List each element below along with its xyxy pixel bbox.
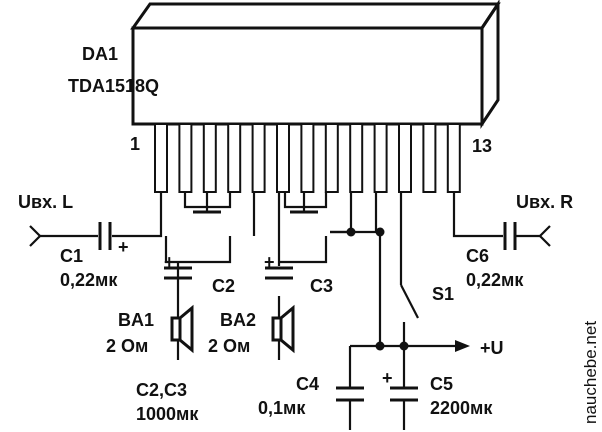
s1-ref-label: S1	[432, 284, 454, 304]
c2-ref-label: C2	[212, 276, 235, 296]
c6-value-label: 0,22мк	[466, 270, 524, 290]
ic-pins	[154, 123, 461, 193]
input-right-label: Uвх. R	[516, 192, 573, 212]
ic-pin	[446, 123, 461, 193]
c1-value-label: 0,22мк	[60, 270, 118, 290]
c5-ref-label: C5	[430, 374, 453, 394]
junctions	[346, 227, 409, 351]
ic-pin	[251, 123, 266, 193]
pin-13-label: 13	[472, 136, 492, 156]
ba2-value-label: 2 Ом	[208, 336, 250, 356]
ic-ref-label: DA1	[82, 44, 118, 64]
input-left-label: Uвх. L	[18, 192, 73, 212]
speaker-ba2	[271, 304, 295, 354]
ic-part-label: TDA1518Q	[68, 76, 159, 96]
c1-ref-label: C1	[60, 246, 83, 266]
ic-pin	[422, 123, 437, 193]
c3-polarity-mark: +	[264, 252, 275, 272]
c4-ref-label: C4	[296, 374, 319, 394]
ba1-value-label: 2 Ом	[106, 336, 148, 356]
c2c3-ref-label: C2,C3	[136, 380, 187, 400]
c2c3-value-label: 1000мк	[136, 404, 199, 424]
ic-pin	[202, 123, 217, 193]
ic-pin	[373, 123, 388, 193]
speaker-ba1	[170, 304, 194, 354]
ic-da1	[130, 0, 501, 129]
ic-pin	[276, 123, 290, 193]
c2-polarity-mark: +	[164, 252, 175, 272]
ic-pin	[300, 123, 315, 193]
ic-pin	[227, 123, 242, 193]
capacitor-c3	[265, 266, 293, 280]
ba1-ref-label: BA1	[118, 310, 154, 330]
switch-s1	[400, 284, 419, 346]
c5-value-label: 2200мк	[430, 398, 493, 418]
ic-pin	[178, 123, 193, 193]
c3-ref-label: C3	[310, 276, 333, 296]
ic-pin	[154, 123, 168, 193]
c4-value-label: 0,1мк	[258, 398, 306, 418]
input-left	[29, 222, 112, 250]
wires	[112, 192, 502, 430]
capacitor-c4	[336, 386, 364, 402]
input-right	[502, 222, 551, 250]
c6-ref-label: C6	[466, 246, 489, 266]
watermark: nauchebe.net	[581, 321, 600, 424]
ic-pin	[398, 123, 412, 193]
c1-polarity-mark: +	[118, 237, 129, 257]
ic-pin	[324, 123, 339, 193]
capacitor-c5	[390, 386, 418, 402]
ic-pin	[349, 123, 364, 193]
capacitor-c2	[164, 266, 192, 280]
pin-1-label: 1	[130, 134, 140, 154]
c5-polarity-mark: +	[382, 368, 393, 388]
supply-label: +U	[480, 338, 504, 358]
ba2-ref-label: BA2	[220, 310, 256, 330]
